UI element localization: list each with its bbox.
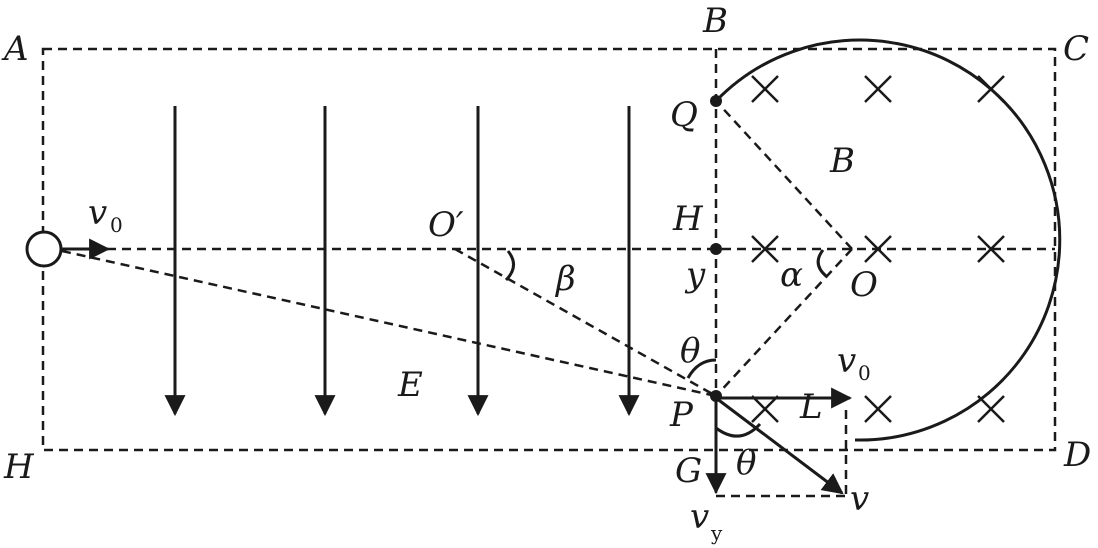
label-alpha: α xyxy=(780,255,803,295)
cross-mark xyxy=(977,395,1005,423)
angle-theta-upper-arc xyxy=(686,358,717,379)
label-a: A xyxy=(1,29,29,69)
radius-o-q xyxy=(715,100,853,250)
label-v0-left-sub: 0 xyxy=(110,213,123,237)
label-v0-left: v xyxy=(88,193,107,233)
cross-mark xyxy=(977,75,1005,103)
label-h-bottom: H xyxy=(3,447,35,487)
angle-beta-arc xyxy=(504,250,515,282)
v-resultant-arrow xyxy=(715,396,844,495)
particle-circle xyxy=(25,230,63,268)
magnetic-field-crosses xyxy=(751,75,1005,423)
label-v: v xyxy=(850,479,869,519)
label-p: P xyxy=(669,395,694,435)
label-vy: v xyxy=(690,497,709,537)
trajectory-extension-line xyxy=(61,249,717,398)
label-v0-right: v xyxy=(837,341,856,381)
cross-mark xyxy=(977,235,1005,263)
cross-mark xyxy=(864,235,892,263)
label-b-field: B xyxy=(829,141,855,181)
cross-mark xyxy=(751,235,779,263)
label-b-top: B xyxy=(702,1,728,41)
label-theta-lower: θ xyxy=(736,443,756,483)
angle-theta-lower-arc xyxy=(715,422,762,438)
cross-mark xyxy=(751,75,779,103)
angle-alpha-arc xyxy=(816,249,828,278)
cross-mark xyxy=(864,75,892,103)
label-h-mid: H xyxy=(672,199,704,239)
label-theta-upper: θ xyxy=(680,331,700,371)
label-l: L xyxy=(799,387,823,427)
label-o-prime: O′ xyxy=(428,205,464,245)
label-c: C xyxy=(1063,29,1089,69)
point-q xyxy=(710,95,722,107)
label-e-field: E xyxy=(397,365,423,405)
radius-o-p xyxy=(715,248,853,397)
label-y: y xyxy=(684,255,706,295)
cross-mark xyxy=(751,395,779,423)
label-beta: β xyxy=(554,259,576,299)
label-d: D xyxy=(1063,435,1091,475)
circular-trajectory-arc xyxy=(714,38,1062,442)
label-g: G xyxy=(675,451,702,491)
label-q: Q xyxy=(670,95,698,135)
o-prime-to-p-line xyxy=(454,247,717,398)
label-o: O xyxy=(850,265,878,305)
label-v0-right-sub: 0 xyxy=(858,361,871,385)
point-h xyxy=(710,243,722,255)
cross-mark xyxy=(864,395,892,423)
label-vy-sub: y xyxy=(710,521,723,545)
